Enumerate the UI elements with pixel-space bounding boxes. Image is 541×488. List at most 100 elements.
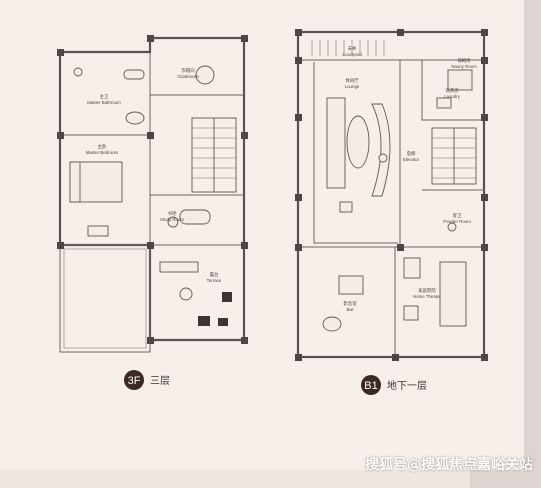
svg-text:Nanny Room: Nanny Room [451, 64, 477, 69]
svg-text:Lounge: Lounge [345, 84, 360, 89]
terrace-sofa [159, 261, 199, 273]
room-label-bar: 影音室 Bar [343, 300, 357, 312]
lounge-sofa-long [326, 97, 346, 189]
svg-text:Courtyard: Courtyard [342, 52, 362, 57]
plan-b1-column [295, 194, 302, 201]
floor-name-b1: 地下一层 [387, 379, 427, 392]
plan-b1-column [295, 244, 302, 251]
room-label-master-bedroom: 主卧 Master Bedroom [86, 143, 119, 155]
plan-b1-lounge-inner [313, 62, 398, 244]
terrace-planter [198, 316, 210, 326]
svg-text:Cloakroom: Cloakroom [177, 74, 199, 79]
bedroom-armchair [87, 225, 109, 237]
floor-badge-b1 [361, 375, 381, 395]
laundry-machine [436, 97, 452, 109]
floor-badge-3f-text: 3F [128, 375, 141, 387]
plan-b1-column [481, 194, 488, 201]
plan-3f-terrace-inner [63, 248, 147, 349]
paper-edge [0, 470, 470, 488]
plan-b1-column [295, 57, 302, 64]
plan-b1-column [397, 244, 404, 251]
lounge-table [346, 115, 370, 169]
theater-cabinet [403, 257, 421, 279]
plan-3f-column [241, 35, 248, 42]
room-label-study-room: 书吧 Study Room [160, 210, 185, 222]
plan-3f-stair [191, 117, 237, 193]
floor-badge-b1-text: B1 [364, 380, 377, 392]
room-label-cloakroom: 衣帽间 Cloakroom [177, 67, 199, 79]
plan-3f-column [57, 132, 64, 139]
svg-text:衣帽间: 衣帽间 [181, 67, 194, 74]
plan-b1-column [392, 354, 399, 361]
plan-b1-column [481, 57, 488, 64]
plan-b1: 天井 Courtyard 保姆房 Nanny Room 休闲厅 Lounge 洗… [295, 29, 488, 395]
powder-room-toilet [447, 222, 457, 232]
svg-text:Bar: Bar [347, 307, 354, 312]
bed-headboard [69, 161, 81, 203]
plan-3f-column [57, 242, 64, 249]
lounge-armchair [339, 201, 353, 213]
plan-b1-column [397, 29, 404, 36]
plan-3f-column [147, 35, 154, 42]
terrace-table [179, 287, 193, 301]
floor-name-3f: 三层 [150, 375, 170, 387]
svg-text:影音室: 影音室 [343, 300, 357, 307]
svg-text:书吧: 书吧 [168, 210, 177, 217]
plan-3f-column [241, 132, 248, 139]
svg-text:洗衣房: 洗衣房 [445, 87, 459, 94]
svg-text:Study Room: Study Room [160, 217, 185, 222]
cloakroom-island [195, 65, 215, 85]
plan-3f: 衣帽间 Cloakroom 主卫 Master Bathroom 主卧 Mast… [57, 35, 248, 390]
plan-b1-column [481, 29, 488, 36]
room-label-lounge: 休闲厅 Lounge [345, 77, 360, 89]
svg-text:休闲厅: 休闲厅 [345, 77, 359, 84]
study-chair [167, 216, 179, 228]
plan-3f-column [57, 49, 64, 56]
lounge-curved-sofa [371, 103, 391, 197]
nanny-bed [447, 69, 473, 91]
toilet [73, 67, 83, 77]
bathtub-oval [125, 111, 145, 125]
svg-text:天井: 天井 [348, 45, 357, 52]
plan-3f-column [147, 242, 154, 249]
plan-3f-column [147, 337, 154, 344]
room-label-nanny-room: 保姆房 Nanny Room [451, 57, 477, 69]
svg-text:露台: 露台 [210, 271, 219, 278]
courtyard-lattice [311, 40, 385, 56]
svg-text:Master Bedroom: Master Bedroom [86, 150, 119, 155]
room-label-elevator: 电梯 Elevator [403, 150, 420, 162]
theater-sofa [439, 261, 467, 327]
svg-text:Laundry: Laundry [444, 94, 461, 99]
svg-text:家庭影院: 家庭影院 [418, 287, 436, 294]
svg-text:主卧: 主卧 [98, 143, 107, 150]
terrace-planter [218, 318, 228, 326]
bar-counter [338, 275, 364, 295]
svg-text:Terrace: Terrace [207, 278, 222, 283]
room-label-home-theater: 家庭影院 Home Theater [413, 287, 442, 299]
plan-b1-column [295, 29, 302, 36]
paper-sheet [0, 0, 524, 470]
plan-b1-wall-e [421, 60, 484, 121]
lounge-side-table [378, 153, 388, 163]
plan-b1-stair [431, 127, 477, 185]
bathtub [123, 69, 145, 80]
svg-text:电梯: 电梯 [407, 150, 416, 157]
plan-3f-column [147, 132, 154, 139]
plan-3f-terrace-slab [59, 244, 151, 353]
room-label-terrace: 露台 Terrace [207, 271, 222, 283]
watermark: 搜狐号@搜狐焦点嘉峪关站 [365, 457, 533, 473]
study-desk [179, 209, 211, 225]
svg-text:Powder Room: Powder Room [443, 219, 471, 224]
room-label-courtyard: 天井 Courtyard [342, 45, 362, 57]
plan-3f-column [241, 242, 248, 249]
room-label-master-bathroom: 主卫 Master Bathroom [87, 93, 121, 105]
floor-badge-3f [124, 370, 144, 390]
svg-text:Master Bathroom: Master Bathroom [87, 100, 121, 105]
room-label-powder-room: 客卫 Powder Room [443, 212, 471, 224]
svg-text:主卫: 主卫 [100, 93, 109, 99]
svg-text:保姆房: 保姆房 [457, 57, 471, 64]
plan-b1-column [295, 354, 302, 361]
room-label-laundry: 洗衣房 Laundry [444, 87, 461, 99]
theater-armchair [403, 305, 419, 321]
